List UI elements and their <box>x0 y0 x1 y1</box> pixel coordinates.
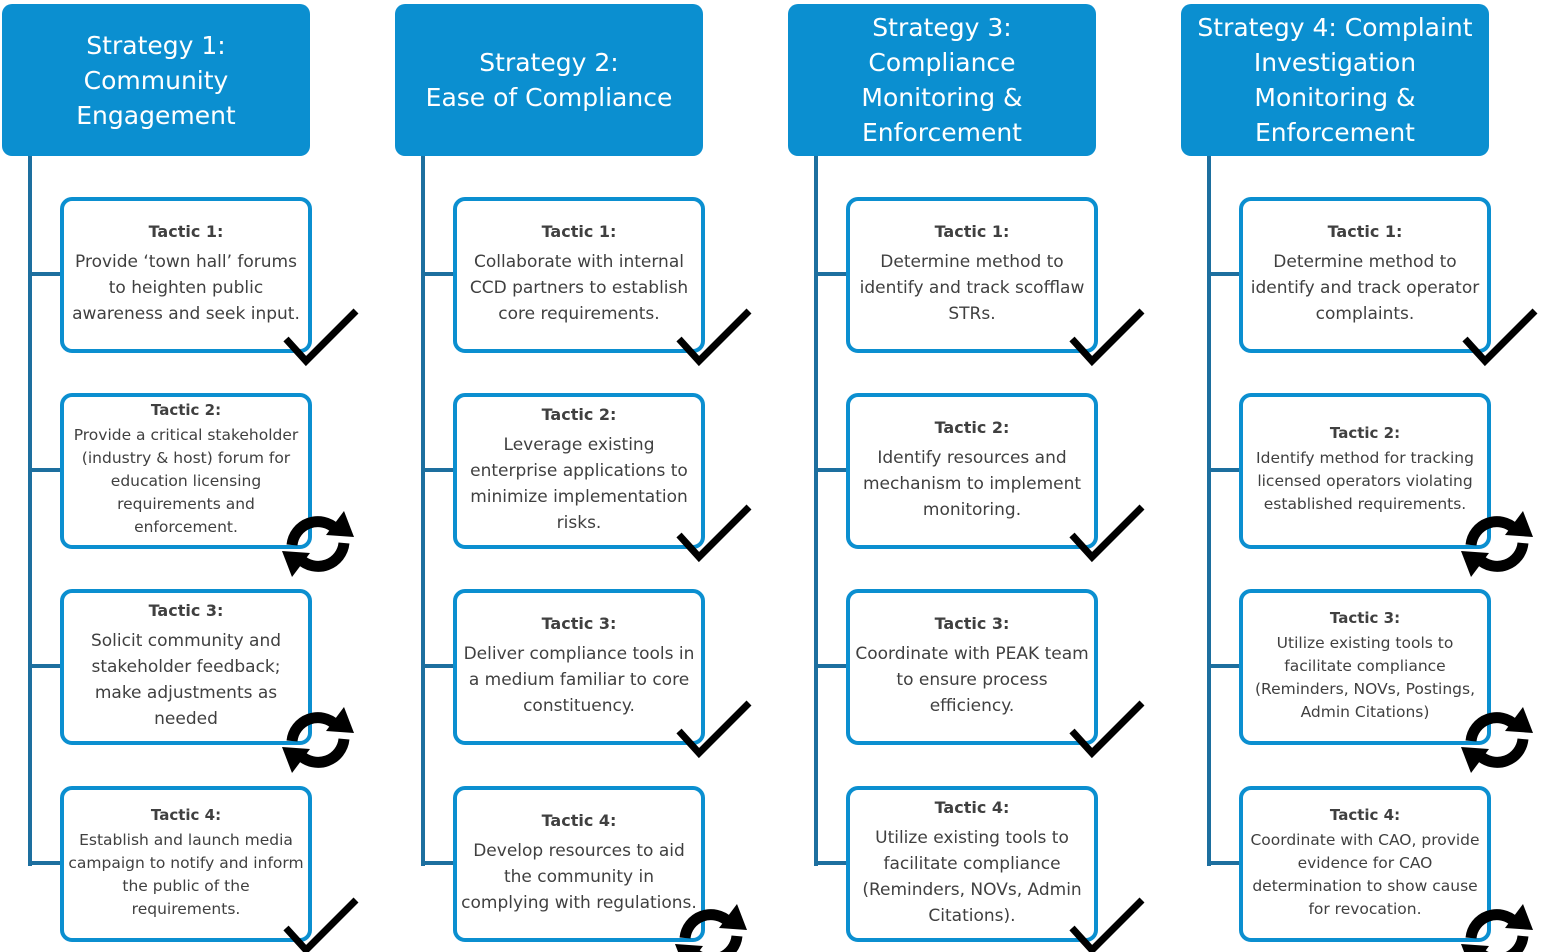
tactic-description: Provide a critical stakeholder (industry… <box>73 426 299 536</box>
tactic-box: Tactic 4: Utilize existing tools to facil… <box>846 786 1098 942</box>
strategy-header: Strategy 1: Community Engagement <box>2 4 310 156</box>
tactic-box: Tactic 2: Leverage existing enterprise ap… <box>453 393 705 549</box>
tactic-box: Tactic 2: Identify method for tracking li… <box>1239 393 1491 549</box>
tactic-box: Tactic 1: Collaborate with internal CCD p… <box>453 197 705 353</box>
tactic-box: Tactic 1: Determine method to identify an… <box>1239 197 1491 353</box>
tactic-label: Tactic 1: <box>541 221 617 241</box>
tactic-label: Tactic 3: <box>541 613 617 633</box>
tactic-description: Coordinate with PEAK team to ensure proc… <box>855 643 1089 716</box>
tactic-label: Tactic 1: <box>934 221 1010 241</box>
tactic-label: Tactic 4: <box>934 797 1010 817</box>
tactic-box: Tactic 4: Coordinate with CAO, provide ev… <box>1239 786 1491 942</box>
tactic-label: Tactic 2: <box>541 404 617 424</box>
tactic-description: Leverage existing enterprise application… <box>470 434 688 533</box>
tactic-box: Tactic 3: Solicit community and stakehold… <box>60 589 312 745</box>
connector-branch <box>1209 272 1241 276</box>
connector-branch <box>423 468 455 472</box>
connector-branch <box>30 272 62 276</box>
tactic-box: Tactic 3: Utilize existing tools to facil… <box>1239 589 1491 745</box>
tactic-label: Tactic 3: <box>934 613 1010 633</box>
connector-branch <box>816 861 848 865</box>
tactic-box: Tactic 3: Deliver compliance tools in a m… <box>453 589 705 745</box>
tactic-description: Solicit community and stakeholder feedba… <box>90 630 282 729</box>
tactic-description: Collaborate with internal CCD partners t… <box>469 251 689 324</box>
tactic-box: Tactic 4: Develop resources to aid the co… <box>453 786 705 942</box>
tactic-description: Deliver compliance tools in a medium fam… <box>463 643 695 716</box>
connector-spine <box>421 156 425 866</box>
tactic-description: Identify method for tracking licensed op… <box>1256 449 1474 513</box>
strategy-title: Strategy 4: Complaint Investigation Moni… <box>1197 13 1473 147</box>
tactic-description: Determine method to identify and track o… <box>1250 251 1480 324</box>
tactic-label: Tactic 2: <box>934 417 1010 437</box>
tactic-label: Tactic 4: <box>541 810 617 830</box>
tactic-box: Tactic 2: Provide a critical stakeholder … <box>60 393 312 549</box>
strategy-column-4: Strategy 4: Complaint Investigation Moni… <box>1179 0 1557 952</box>
tactic-description: Utilize existing tools to facilitate com… <box>1254 633 1476 721</box>
connector-branch <box>30 861 62 865</box>
tactic-label: Tactic 2: <box>1329 424 1401 442</box>
tactic-description: Coordinate with CAO, provide evidence fo… <box>1250 830 1480 918</box>
strategy-header: Strategy 3: Compliance Monitoring & Enfo… <box>788 4 1096 156</box>
connector-branch <box>1209 468 1241 472</box>
tactic-box: Tactic 4: Establish and launch media camp… <box>60 786 312 942</box>
tactic-description: Provide ‘town hall’ forums to heighten p… <box>72 251 300 324</box>
strategy-column-3: Strategy 3: Compliance Monitoring & Enfo… <box>786 0 1180 952</box>
tactic-description: Determine method to identify and track s… <box>859 251 1085 324</box>
tactic-box: Tactic 3: Coordinate with PEAK team to en… <box>846 589 1098 745</box>
tactic-label: Tactic 3: <box>1329 608 1401 627</box>
tactic-box: Tactic 1: Provide ‘town hall’ forums to h… <box>60 197 312 353</box>
tactic-description: Utilize existing tools to facilitate com… <box>862 827 1082 926</box>
tactic-description: Identify resources and mechanism to impl… <box>862 447 1082 520</box>
tactic-label: Tactic 1: <box>1327 221 1403 241</box>
connector-branch <box>423 272 455 276</box>
tactic-description: Establish and launch media campaign to n… <box>68 830 304 918</box>
tactic-label: Tactic 2: <box>150 401 222 419</box>
strategy-title: Strategy 1: Community Engagement <box>76 30 236 130</box>
tactic-label: Tactic 4: <box>1329 805 1401 824</box>
connector-branch <box>1209 861 1241 865</box>
strategy-title: Strategy 3: Compliance Monitoring & Enfo… <box>861 13 1023 147</box>
connector-branch <box>816 272 848 276</box>
connector-spine <box>1207 156 1211 866</box>
connector-branch <box>423 861 455 865</box>
tactic-label: Tactic 1: <box>148 221 224 241</box>
tactic-label: Tactic 4: <box>150 805 222 824</box>
connector-spine <box>814 156 818 866</box>
connector-branch <box>816 664 848 668</box>
connector-branch <box>1209 664 1241 668</box>
strategy-header: Strategy 4: Complaint Investigation Moni… <box>1181 4 1489 156</box>
tactic-box: Tactic 2: Identify resources and mechanis… <box>846 393 1098 549</box>
connector-branch <box>423 664 455 668</box>
connector-branch <box>816 468 848 472</box>
tactic-label: Tactic 3: <box>148 600 224 620</box>
tactic-description: Develop resources to aid the community i… <box>461 840 697 913</box>
connector-branch <box>30 664 62 668</box>
connector-spine <box>28 156 32 866</box>
strategy-title: Strategy 2: Ease of Compliance <box>425 48 673 112</box>
connector-branch <box>30 468 62 472</box>
tactic-box: Tactic 1: Determine method to identify an… <box>846 197 1098 353</box>
strategy-header: Strategy 2: Ease of Compliance <box>395 4 703 156</box>
